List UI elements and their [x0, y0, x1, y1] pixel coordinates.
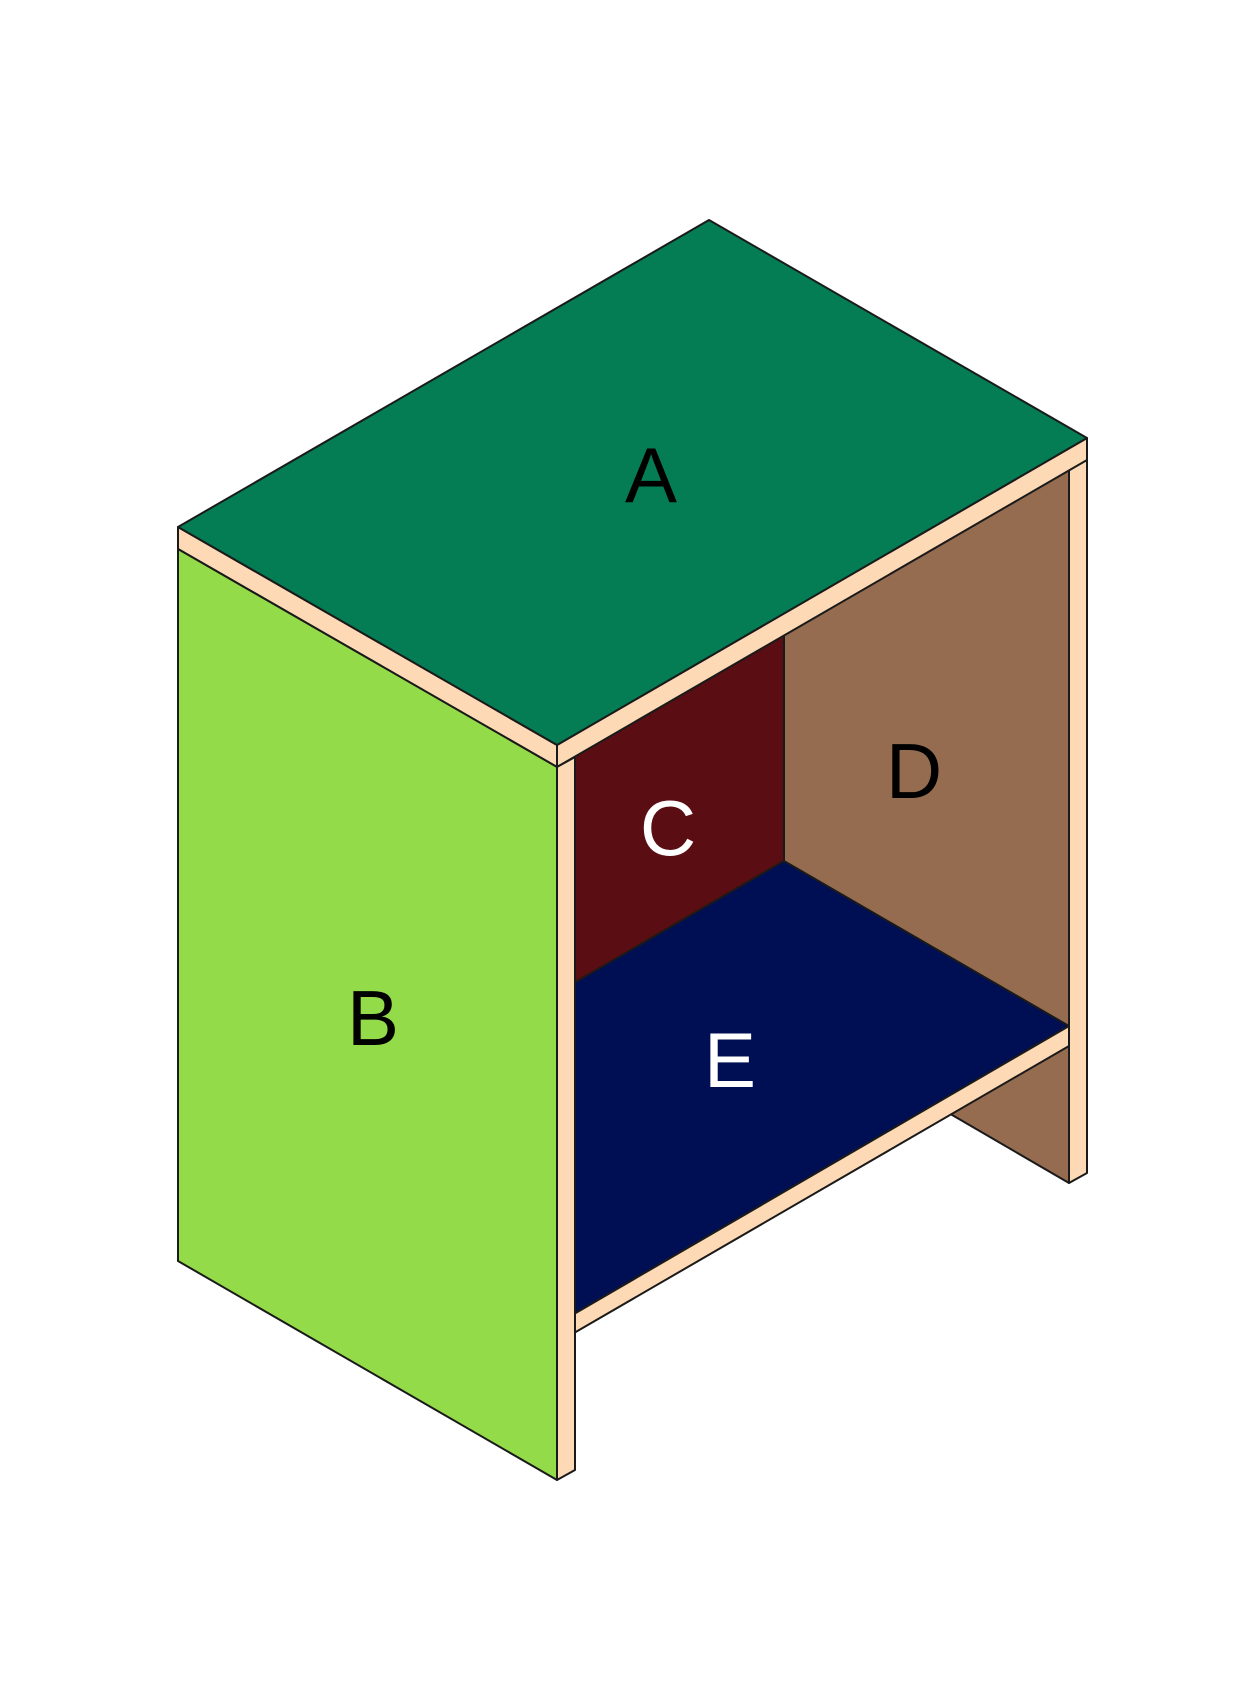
panel-c-label: C [640, 784, 696, 872]
panel-d-label: D [886, 727, 942, 815]
panel-e-label: E [704, 1016, 756, 1104]
right-panel-front-edge [1068, 453, 1088, 1184]
panel-b-label: B [347, 974, 399, 1062]
left-panel-front-edge [556, 756, 576, 1481]
panel-a-label: A [625, 431, 677, 519]
panel-a [177, 219, 1088, 746]
